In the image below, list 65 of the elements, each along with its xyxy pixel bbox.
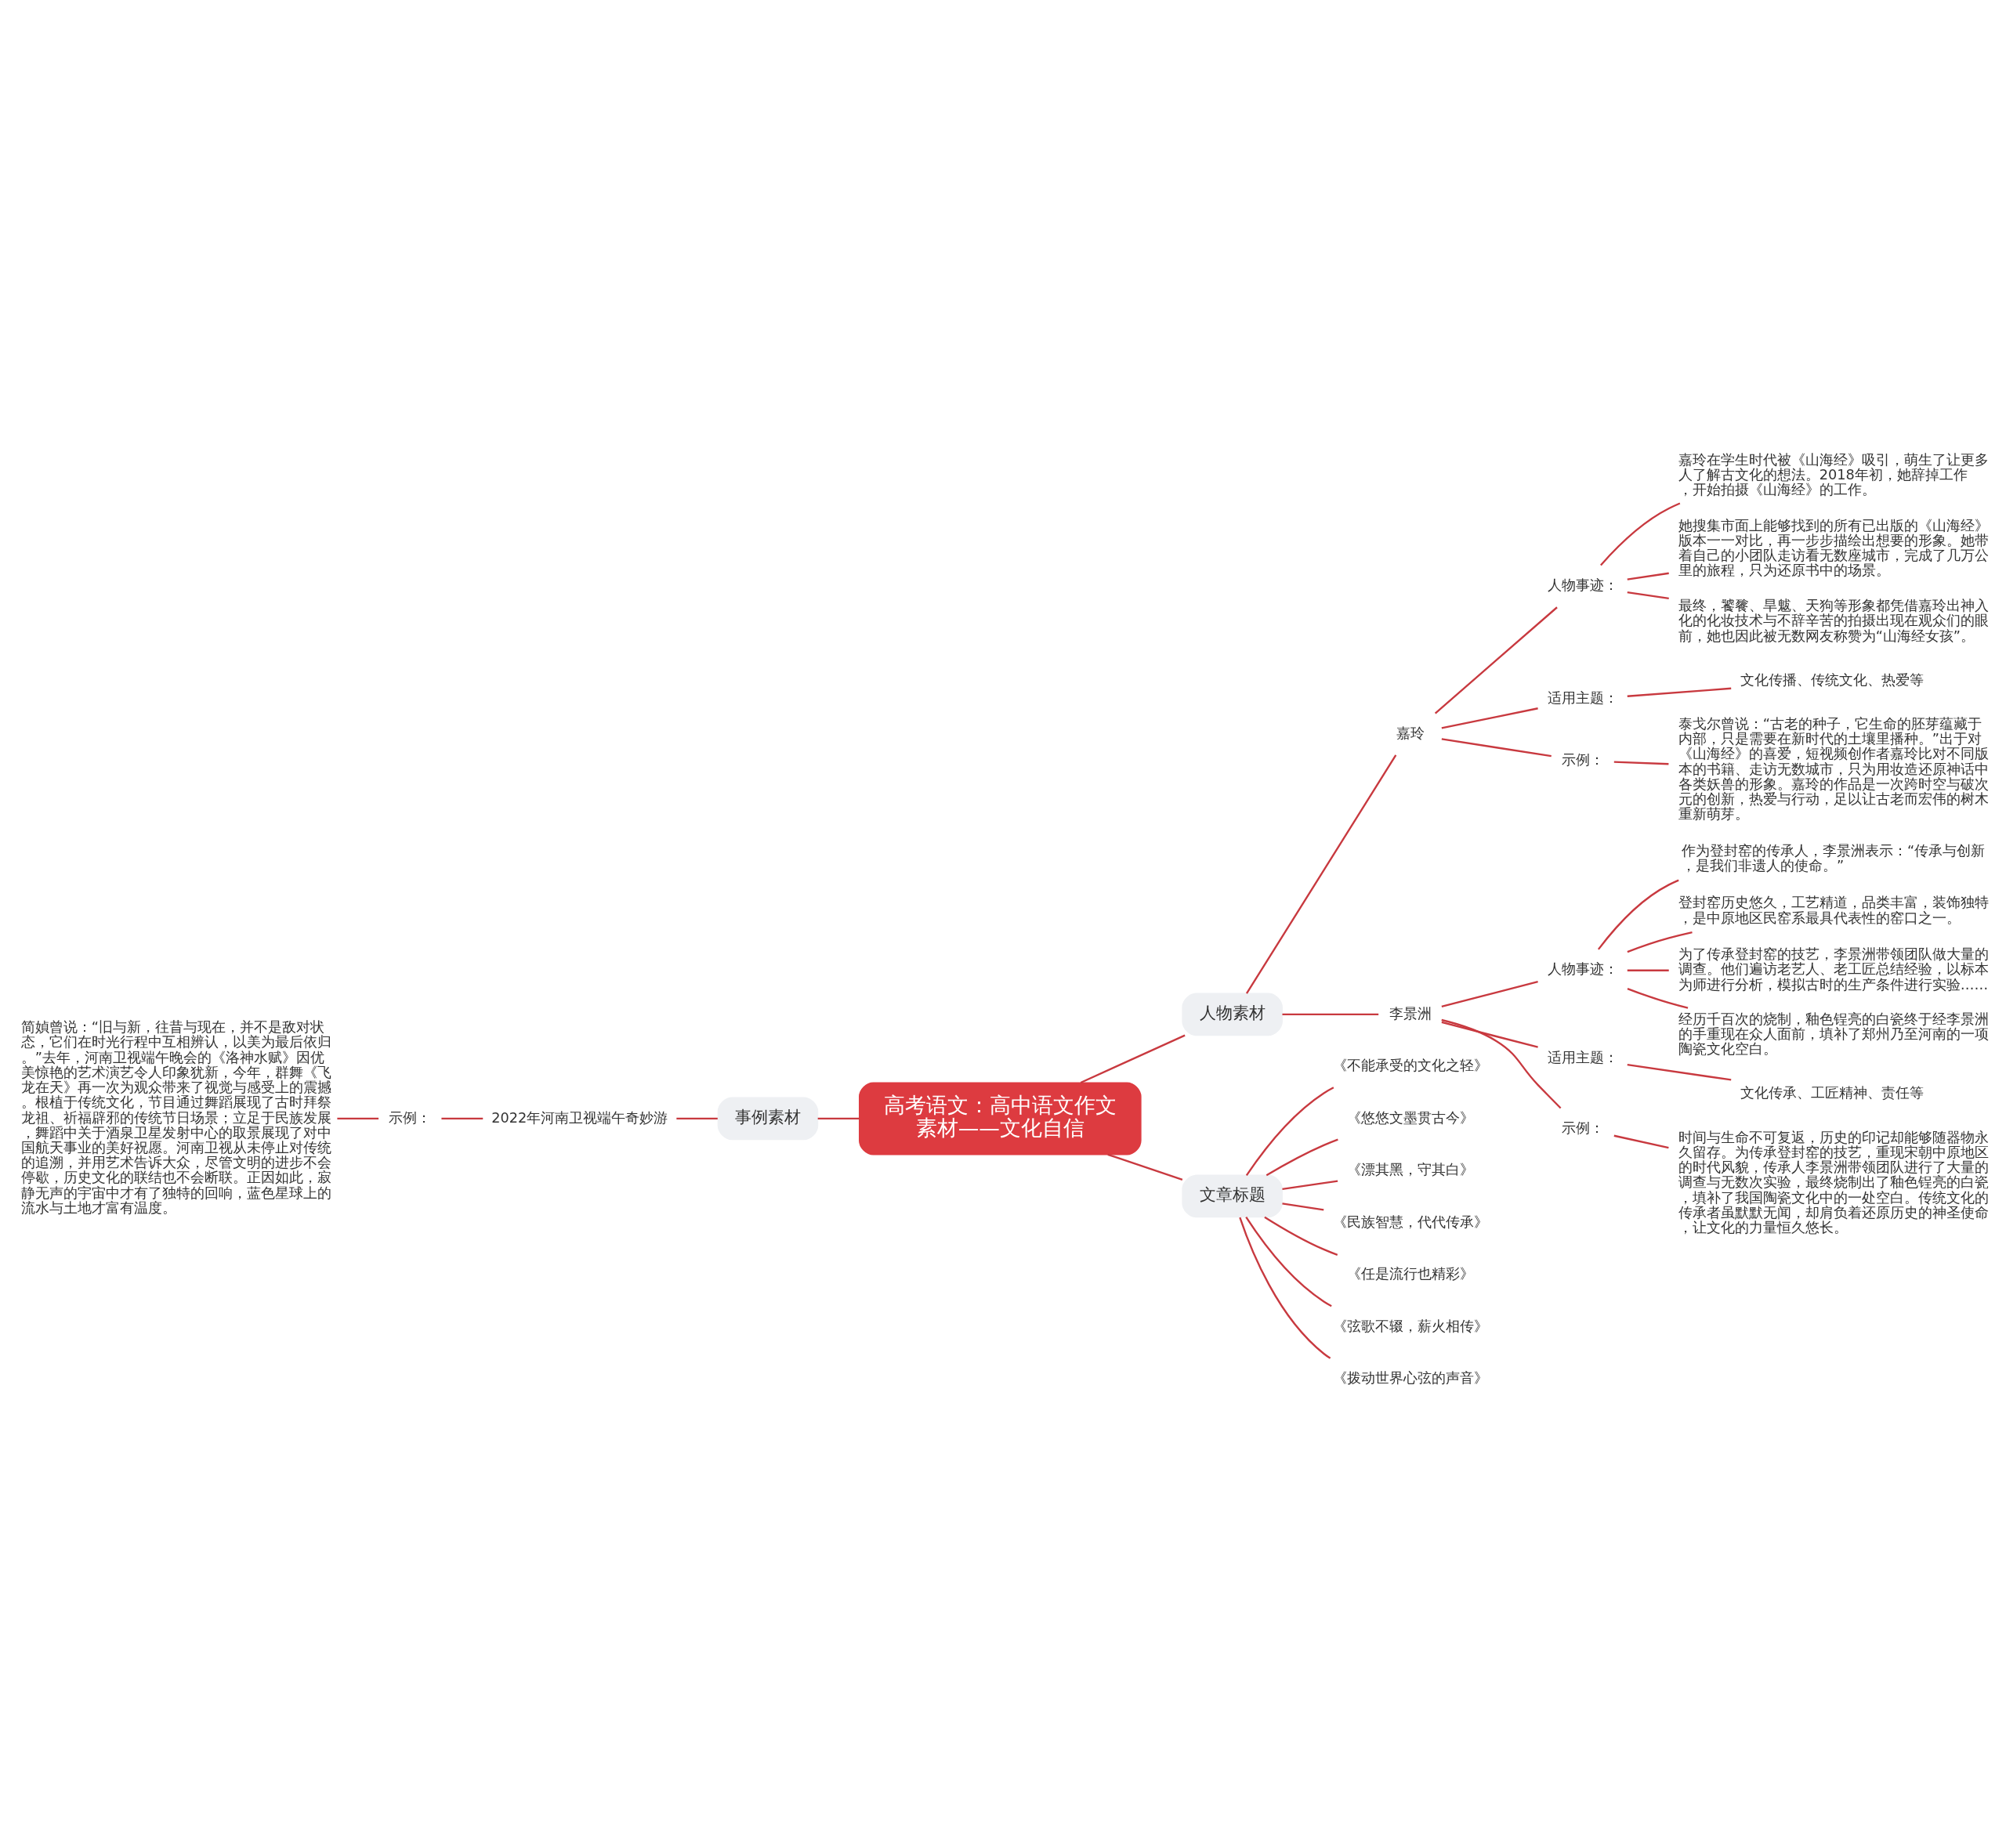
- connector: [1441, 707, 1538, 729]
- node-text: 人物事迹：: [1547, 960, 1618, 977]
- connector: [1627, 1063, 1732, 1081]
- node-text: 最终，饕餮、旱魃、天狗等形象都凭借嘉玲出神入化的化妆技术与不辞辛苦的拍摄出现在观众们的眼前，她也因此被无数网友称赞为“山海经女孩”。: [1678, 597, 1989, 644]
- connector: [1239, 1217, 1331, 1359]
- connector: [1627, 987, 1689, 1009]
- connector: [1441, 980, 1538, 1007]
- node-text: 文化传承、工匠精神、责任等: [1740, 1084, 1924, 1101]
- connector: [1282, 1013, 1379, 1015]
- connector: [1627, 591, 1669, 599]
- node-text: 示例：: [389, 1109, 432, 1126]
- node-text: 人物事迹：: [1547, 577, 1618, 593]
- node-text: 《拨动世界心弦的声音》: [1332, 1369, 1488, 1386]
- node-text: 泰戈尔曾说：“古老的种子，它生命的胚芽蕴藏于内部，只是需要在新时代的土壤里播种。”出于对《山海经》的喜爱，短视频创作者嘉玲比对不同版本的书籍、走访无数城市，只为用妆造还原神话中各类妖兽的形象。嘉玲的作品是一次跨时空与破次元的创新，热爱与行动，足以让古老而宏伟的树木重新萌芽。: [1678, 715, 1989, 822]
- connector: [1107, 1153, 1183, 1181]
- node-text: 《悠悠文墨贯古今》: [1346, 1109, 1474, 1126]
- node-text: 她搜集市面上能够找到的所有已出版的《山海经》版本一一对比，再一步步描绘出想要的形象。她带着自己的小团队走访看无数座城市，完成了几万公里的旅程，只为还原书中的场景。: [1678, 517, 1989, 578]
- node-text: 经历千百次的烧制，釉色锃亮的白瓷终于经李景洲的手重现在众人面前，填补了郑州乃至河南的一项陶瓷文化空白。: [1678, 1011, 1989, 1057]
- node-text: 《民族智慧，代代传承》: [1332, 1213, 1488, 1230]
- connector: [1264, 1216, 1338, 1256]
- connector: [1266, 1138, 1338, 1176]
- node-text: 适用主题：: [1547, 1049, 1618, 1065]
- connector: [337, 1117, 379, 1119]
- connector: [1613, 1134, 1669, 1148]
- node-text: 示例：: [1561, 751, 1604, 768]
- node-box: 文章标题: [1182, 1174, 1283, 1217]
- node-box: 高考语文：高中语文作文素材——文化自信: [859, 1081, 1142, 1155]
- connector: [1627, 969, 1669, 971]
- node-text: 简媜曾说：“旧与新，往昔与现在，并不是敌对状态，它们在时光行程中互相辨认，以美为最后依归。”去年，河南卫视端午晚会的《洛神水赋》因优美惊艳的艺术演艺令人印象犹新，今年，群舞《飞龙在天》再一次为观众带来了视觉与感受上的震撼。根植于传统文化，节目通过舞蹈展现了古时拜祭龙祖、祈福辟邪的传统节日场景；立足于民族发展，舞蹈中关于酒泉卫星发射中心的取景展现了对中国航天事业的美好祝愿。河南卫视从未停止对传统的追溯，并用艺术告诉大众，尽管文明的进步不会停歇，历史文化的联结也不会断联。正因如此，寂静无声的宇宙中才有了独特的回响，蓝色星球上的流水与土地才富有温度。: [20, 1018, 331, 1216]
- connector: [1627, 572, 1669, 580]
- connector: [1245, 1086, 1334, 1176]
- connector: [1441, 1021, 1538, 1048]
- connector: [1245, 1216, 1332, 1307]
- node-text: 李景洲: [1389, 1005, 1432, 1021]
- connector: [1080, 1034, 1186, 1083]
- node-text: 示例：: [1561, 1119, 1604, 1136]
- node-text: 《任是流行也精彩》: [1346, 1265, 1474, 1282]
- node-box: 人物素材: [1182, 993, 1283, 1036]
- connector: [1441, 1018, 1562, 1108]
- node-text: 《漂其黑，守其白》: [1346, 1161, 1474, 1177]
- connector: [1597, 878, 1679, 950]
- node-text: 《不能承受的文化之轻》: [1332, 1057, 1488, 1073]
- connector: [1613, 761, 1669, 765]
- connector: [1627, 687, 1732, 697]
- connector: [1627, 931, 1693, 953]
- connector: [1441, 737, 1552, 757]
- node-text: 作为登封窑的传承人，李景洲表示：“传承与创新，是我们非遗人的使命。”: [1682, 842, 1986, 873]
- node-text: 《弦歌不辍，薪火相传》: [1332, 1318, 1488, 1334]
- node-box: 事例素材: [717, 1097, 819, 1140]
- connector: [1282, 1202, 1324, 1211]
- node-text: 嘉玲: [1396, 725, 1425, 741]
- node-text: 登封窑历史悠久，工艺精道，品类丰富，装饰独特，是中原地区民窑系最具代表性的窑口之一。: [1678, 894, 1989, 926]
- node-text: 文化传播、传统文化、热爱等: [1740, 671, 1924, 688]
- connector: [676, 1117, 718, 1119]
- connector: [1434, 606, 1558, 714]
- node-text: 为了传承登封窑的技艺，李景洲带领团队做大量的调查。他们遍访老艺人、老工匠总结经验，以标本为师进行分析，模拟古时的生产条件进行实验……: [1678, 946, 1989, 993]
- node-text: 适用主题：: [1547, 689, 1618, 706]
- connector: [441, 1117, 483, 1119]
- node-text: 嘉玲在学生时代被《山海经》吸引，萌生了让更多人了解古文化的想法。2018年初，她辞掉工作，开始拍摄《山海经》的工作。: [1678, 451, 1989, 497]
- connector: [1600, 501, 1681, 566]
- node-text: 时间与生命不可复返，历史的印记却能够随器物永久留存。为传承登封窑的技艺，重现宋朝中原地区的时代风貌，传承人李景洲带领团队进行了大量的调查与无数次实验，最终烧制出了釉色锃亮的白瓷，填补了我国陶瓷文化中的一处空白。传统文化的传承者虽默默无闻，却肩负着还原历史的神圣使命，让文化的力量恒久悠长。: [1678, 1129, 1989, 1235]
- connector: [1245, 754, 1397, 994]
- connector: [817, 1117, 860, 1119]
- node-text: 2022年河南卫视端午奇妙游: [491, 1109, 668, 1126]
- connector: [1282, 1179, 1338, 1190]
